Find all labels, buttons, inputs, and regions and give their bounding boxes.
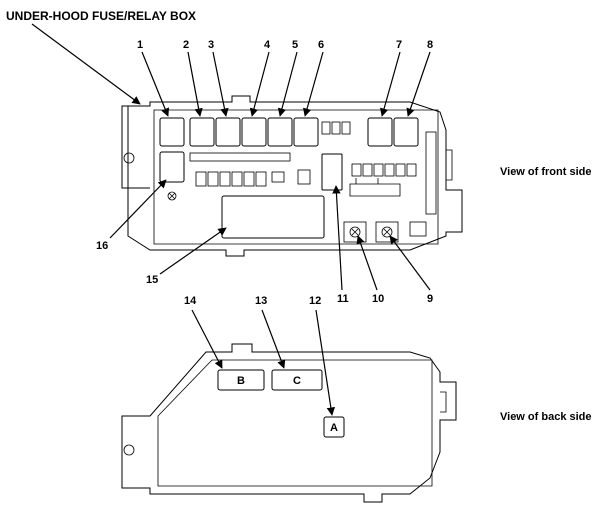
front-view-housing: [121, 95, 463, 257]
front-components: [159, 117, 437, 243]
callout-12: 12: [309, 295, 321, 307]
callout-4: 4: [264, 39, 271, 51]
callout-13: 13: [255, 295, 267, 307]
callout-6: 6: [318, 39, 324, 51]
callout-14: 14: [184, 295, 197, 307]
callout-3: 3: [208, 39, 214, 51]
callout-15: 15: [146, 274, 158, 286]
callout-11: 11: [337, 293, 349, 305]
callout-16: 16: [96, 240, 108, 252]
connector-b: [217, 369, 265, 391]
callout-1: 1: [137, 39, 143, 51]
connector-c: [271, 369, 323, 391]
callout-8: 8: [427, 39, 433, 51]
connector-c-label: C: [293, 375, 301, 387]
callout-10: 10: [372, 293, 384, 305]
callout-7: 7: [396, 39, 402, 51]
connector-a: [323, 416, 345, 438]
back-view-label: View of back side: [500, 411, 592, 423]
connector-b-label: B: [237, 375, 245, 387]
back-view-housing: [121, 343, 457, 503]
title-leader: [31, 23, 141, 105]
callout-5: 5: [292, 39, 298, 51]
connector-a-label: A: [330, 422, 338, 434]
diagram-title: UNDER-HOOD FUSE/RELAY BOX: [6, 9, 196, 23]
callout-9: 9: [427, 293, 433, 305]
callout-2: 2: [183, 39, 189, 51]
front-view-label: View of front side: [500, 166, 591, 178]
